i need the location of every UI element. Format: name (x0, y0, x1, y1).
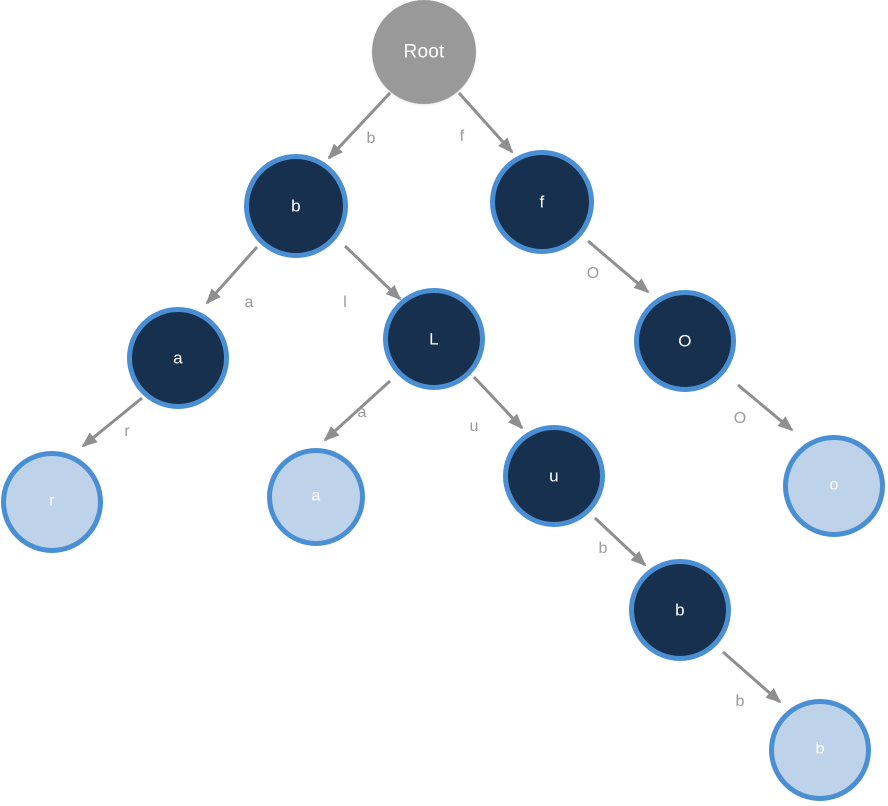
tree-edge-a1-to-r1 (81, 396, 143, 448)
edge-label-root-to-b1: b (366, 130, 376, 147)
tree-edge-f1-to-O1 (587, 239, 650, 294)
tree-edge-root-to-b1 (327, 91, 392, 160)
tree-node-o1[interactable]: o (783, 435, 885, 537)
edge-label-L1-to-u1: u (469, 418, 479, 435)
tree-node-label: L (429, 329, 439, 348)
edge-label-b1-to-a1: a (244, 294, 254, 311)
tree-node-label: a (173, 348, 183, 367)
tree-node-root[interactable]: Root (372, 0, 476, 104)
tree-node-label: O (678, 331, 692, 350)
tree-edge-root-to-f1 (457, 91, 514, 154)
tree-edge-L1-to-u1 (472, 375, 524, 430)
tree-node-L1[interactable]: L (383, 288, 485, 390)
tree-node-O1[interactable]: O (634, 290, 736, 392)
tree-edge-L1-to-a2 (323, 379, 392, 442)
tree-node-label: a (311, 487, 321, 505)
tree-node-r1[interactable]: r (1, 451, 103, 553)
edge-label-root-to-f1: f (459, 128, 465, 145)
edge-label-b1-to-L1: l (343, 294, 347, 311)
edge-label-f1-to-O1: O (586, 265, 600, 282)
tree-node-b1[interactable]: b (244, 154, 348, 258)
tree-node-f1[interactable]: f (490, 150, 594, 254)
edge-label-u1-to-b2: b (598, 540, 608, 557)
tree-node-b2[interactable]: b (629, 559, 731, 661)
tree-node-a1[interactable]: a (127, 307, 229, 409)
tree-edge-u1-to-b2 (593, 516, 647, 567)
tree-edge-b1-to-L1 (343, 244, 402, 301)
edge-label-b2-to-b3: b (735, 693, 745, 710)
tree-node-label: b (815, 740, 825, 758)
tree-node-label: o (829, 476, 839, 494)
tree-node-label: Root (403, 41, 445, 62)
edge-label-a1-to-r1: r (124, 423, 130, 440)
tree-node-a2[interactable]: a (267, 448, 365, 546)
edge-label-L1-to-a2: a (357, 404, 367, 421)
tree-node-b3[interactable]: b (769, 699, 871, 801)
tree-node-label: b (675, 600, 685, 619)
tree-edge-O1-to-o1 (737, 383, 794, 432)
tree-edge-b1-to-a1 (205, 246, 259, 305)
tree-node-u1[interactable]: u (503, 425, 605, 527)
tree-node-label: b (291, 196, 301, 215)
tree-node-label: u (549, 466, 559, 485)
tree-node-label: r (49, 492, 55, 510)
tree-node-label: f (539, 192, 545, 211)
tree-edge-b2-to-b3 (722, 650, 782, 704)
edge-label-O1-to-o1: O (733, 410, 747, 427)
